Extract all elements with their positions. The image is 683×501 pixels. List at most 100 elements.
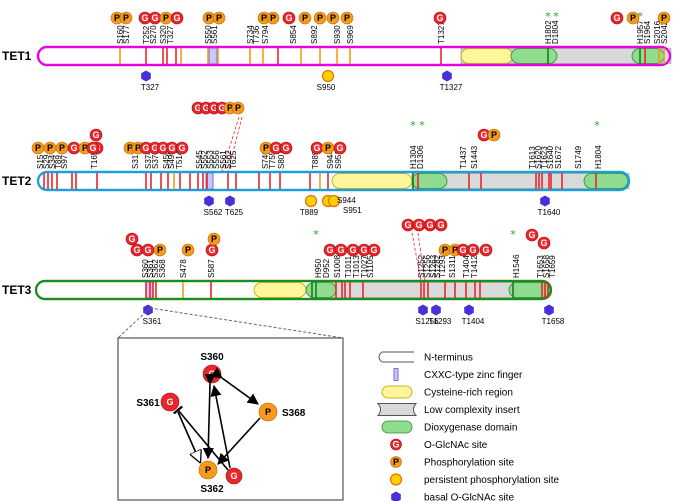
- glcnac-badge-circle: [89, 128, 103, 142]
- phospho-badge-circle: [487, 128, 501, 142]
- site-label-h1957: H1957: [636, 20, 645, 44]
- site-label-s177: S177: [122, 25, 131, 44]
- phospho-badge-circle: [231, 101, 245, 115]
- persistent-phospho-circle: [321, 69, 335, 83]
- legend-label-cxxc: CXXC-type zinc finger: [424, 370, 523, 381]
- site-label-t1653: T1653: [536, 255, 545, 278]
- phospho-badge: P: [43, 141, 57, 155]
- site-label-s15: S15: [36, 154, 45, 169]
- phospho-badge-circle: [626, 11, 640, 25]
- basal-glcnac-hexagon: [544, 304, 554, 316]
- site-label-s270: S270: [149, 25, 158, 44]
- glcnac-badge-circle: [537, 236, 551, 250]
- glcnac-badge-circle: [466, 243, 480, 257]
- bottom-site-label-t625: T625: [225, 208, 244, 217]
- glcnac-badge-letter: G: [613, 13, 620, 23]
- glcnac-badge-circle: [170, 11, 184, 25]
- site-label-t1011: T1011: [344, 255, 353, 278]
- site-label-h1304: H1304: [409, 145, 418, 169]
- site-label-t1412: T1412: [470, 255, 479, 278]
- phospho-badge: P: [438, 243, 452, 257]
- phospho-badge: P: [55, 141, 69, 155]
- glcnac-badge-letter: G: [282, 143, 289, 153]
- badge-connector-dashed: [227, 116, 243, 173]
- legend-label-low-complexity: Low complexity insert: [424, 405, 520, 416]
- legend-item-dioxygenase: Dioxygenase domain: [381, 420, 517, 434]
- bottom-site-label-s562: S562: [204, 208, 223, 217]
- glcnac-badge-letter: G: [336, 143, 343, 153]
- site-label-s450: S450: [162, 150, 171, 169]
- phospho-badge-letter: P: [661, 13, 667, 23]
- site-label-t1404: T1404: [462, 255, 471, 278]
- site-label-s951: S951: [334, 150, 343, 169]
- phospho-badge-letter: P: [163, 13, 169, 23]
- site-label-h1802: H1802: [544, 20, 553, 44]
- site-label-s29: S29: [42, 154, 51, 169]
- basal-glcnac-hexagon: [204, 195, 214, 207]
- dioxygenase-domain: [583, 173, 629, 189]
- glcnac-badge-circle: [390, 438, 402, 451]
- glcnac-badge: G: [456, 243, 470, 257]
- catalytic-star: *: [553, 10, 559, 23]
- phospho-badge: P: [31, 141, 45, 155]
- glcnac-badge-letter: G: [370, 245, 377, 255]
- cxxc-zinc-finger-domain: [208, 47, 218, 65]
- catalytic-star: *: [637, 10, 643, 23]
- phospho-badge-letter: P: [211, 234, 217, 244]
- glcnac-badge-letter: G: [360, 245, 367, 255]
- site-label-s552: S552: [200, 150, 209, 169]
- low-complexity-icon: [376, 403, 418, 416]
- glcnac-badge-circle: [225, 467, 243, 485]
- phospho-badge-letter: P: [302, 13, 308, 23]
- basal-glcnac-hexagon: [442, 70, 452, 82]
- site-label-s561: S561: [210, 25, 219, 44]
- site-label-t625: T625: [229, 150, 238, 169]
- glcnac-badge-letter: G: [540, 238, 547, 248]
- site-label-t889: T889: [311, 150, 320, 169]
- phospho-badge-circle: [390, 456, 402, 468]
- site-label-s34: S34: [48, 154, 57, 169]
- site-label-s734: S734: [246, 25, 255, 44]
- site-label-t1293: T1293: [438, 255, 447, 278]
- site-label-t327: T327: [166, 25, 175, 44]
- glcnac-badge-letter: G: [285, 13, 292, 23]
- glcnac-badge: G: [367, 243, 381, 257]
- bottom-site-label-s1256: S1256: [415, 317, 439, 326]
- phospho-badge-letter: P: [344, 13, 350, 23]
- glcnac-badge-letter: G: [404, 220, 411, 230]
- glcnac-badge: G: [401, 218, 415, 232]
- badge-connector-dashed: [417, 232, 426, 282]
- phospho-badge-circle: [153, 243, 167, 257]
- phospho-badge: P: [321, 141, 335, 155]
- bottom-site-label-s944: S944: [337, 196, 356, 205]
- phospho-badge-circle: [266, 11, 280, 25]
- site-label-d952: D952: [322, 258, 331, 278]
- site-label-s1964: S1964: [643, 20, 652, 44]
- site-label-t252: T252: [142, 25, 151, 44]
- crosstalk-edge: [210, 384, 231, 469]
- glcnac-badge: G: [423, 218, 437, 232]
- legend-label-persistent: persistent phosphorylation site: [424, 475, 560, 486]
- site-label-s376: S376: [151, 150, 160, 169]
- catalytic-star: *: [545, 10, 551, 23]
- glcnac-badge-letter: G: [144, 245, 151, 255]
- bottom-site-label-s361: S361: [143, 317, 162, 326]
- glcnac-badge-letter: G: [459, 245, 466, 255]
- basal-glcnac-hexagon: [418, 304, 428, 316]
- glcnac-badge-letter: G: [92, 130, 99, 140]
- basal-glcnac-hexagon: [225, 195, 235, 207]
- glcnac-badge-letter: G: [437, 220, 444, 230]
- bottom-site-label-t1640: T1640: [538, 208, 561, 217]
- glcnac-badge: G: [125, 232, 139, 246]
- site-label-s969: S969: [346, 25, 355, 44]
- site-label-t1613: T1613: [528, 146, 537, 169]
- site-label-h1546: H1546: [512, 254, 521, 278]
- inset-node-s362: P: [198, 460, 218, 480]
- inset-node-label-s360: S360: [200, 352, 224, 363]
- glcnac-badge: G: [610, 11, 624, 25]
- dioxygenase-domain: [508, 282, 551, 298]
- protein-outline: [36, 170, 631, 192]
- glcnac-badge-letter: G: [202, 103, 209, 113]
- phospho-badge: P: [487, 128, 501, 142]
